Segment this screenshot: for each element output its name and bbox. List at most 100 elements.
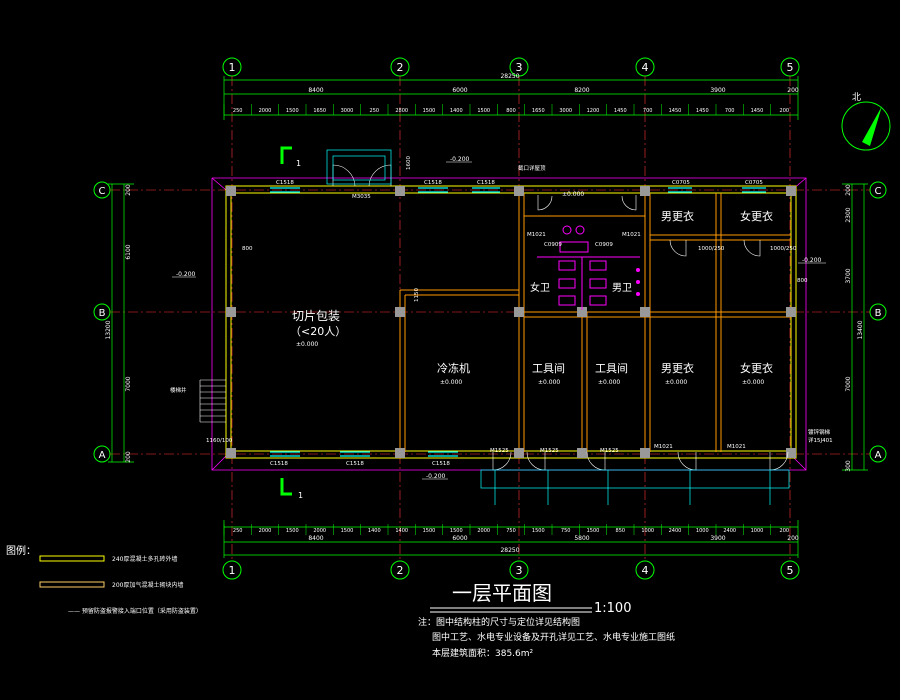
axis-label-5-top: 5	[787, 61, 794, 74]
tag-c0909-b: C0909	[595, 242, 613, 248]
tag-c0705-a: C0705	[672, 180, 690, 186]
room-packing: 切片包装	[292, 309, 340, 323]
legend-item-3: —— 预留防盗报警接入端口位置（采用防盗装置）	[68, 607, 202, 615]
note-2: 图中工艺、水电专业设备及开孔详见工艺、水电专业施工图纸	[432, 631, 675, 643]
dim-top-row2-11: 1650	[532, 108, 545, 114]
dim-right-r1-3: 3700	[845, 268, 852, 283]
room-tool-1: 工具间	[532, 362, 565, 375]
axis-label-4-top: 4	[642, 61, 649, 74]
axis-label-c-left: C	[99, 186, 106, 197]
dim-bot-row2-6: 1400	[395, 528, 408, 534]
axis-bubbles-side	[93, 181, 887, 463]
room-cold: 冷冻机	[437, 361, 470, 375]
dim-right-r1-5: 300	[845, 460, 852, 472]
label-size-a: 1000/250	[698, 246, 725, 252]
dim-top-row2-9: 1500	[477, 108, 490, 114]
dim-top-row2-0: 250	[233, 108, 243, 114]
label-1600: 1600	[406, 156, 412, 170]
axis-bubbles-bottom	[222, 560, 800, 580]
tag-m1021-c: M1021	[654, 444, 673, 450]
dim-top-r1-3: 8200	[574, 87, 589, 94]
axis-label-b-left: B	[99, 308, 106, 319]
legend-item-2: 200厚加气混凝土砌块内墙	[112, 581, 183, 589]
bottom-dimensions	[223, 520, 799, 558]
dim-top-row2-4: 3000	[341, 108, 354, 114]
north-arrow	[841, 101, 891, 151]
dim-left-r1-4: 200	[125, 451, 132, 463]
dim-bot-row2-17: 1000	[696, 528, 709, 534]
dim-left-r1-2: 6100	[125, 244, 132, 259]
dim-top-r1-5: 200	[787, 87, 799, 94]
dim-bot-r1-2: 6000	[452, 535, 467, 542]
tag-c1518-a: C1518	[276, 180, 294, 186]
dim-left-overall: 13200	[105, 320, 112, 339]
dim-bot-row2-15: 1000	[641, 528, 654, 534]
dim-top-row2-17: 1450	[696, 108, 709, 114]
dim-top-row2-6: 2800	[395, 108, 408, 114]
dim-bot-row2-5: 1400	[368, 528, 381, 534]
label-right-note-1: 镀锌钢梯	[808, 428, 831, 436]
room-wc-female: 女卫	[530, 281, 550, 294]
dim-right-r1-2: 2300	[845, 207, 852, 222]
elev-bottom: -0.200	[426, 473, 446, 480]
dim-bot-row2-9: 2000	[477, 528, 490, 534]
axis-label-3-bottom: 3	[516, 564, 523, 577]
elev-top-left: -0.200	[450, 156, 470, 163]
dim-bot-row2-1: 2000	[259, 528, 272, 534]
room-wc-male: 男卫	[612, 282, 632, 294]
dim-top-overall: 28250	[500, 73, 519, 80]
room-female-change: 女更衣	[740, 361, 773, 375]
dim-bot-row2-14: 850	[616, 528, 626, 534]
dim-bot-row2-19: 1000	[751, 528, 764, 534]
dim-top-r1-1: 8400	[308, 87, 323, 94]
axis-label-a-right: A	[875, 450, 882, 461]
note-1: 注：图中结构柱的尺寸与定位详见结构图	[418, 616, 580, 628]
tag-m1021-d: M1021	[727, 444, 746, 450]
label-1150: 1150	[414, 288, 420, 302]
dim-top-row2-15: 700	[643, 108, 653, 114]
drawing-scale: 1:100	[594, 601, 631, 616]
room-female-change-top: 女更衣	[740, 209, 773, 223]
dim-top-row2-12: 3000	[559, 108, 572, 114]
tag-m1021-b: M1021	[622, 232, 641, 238]
room-cold-elev: ±0.000	[440, 379, 462, 386]
tag-m1525-b: M1525	[540, 448, 559, 454]
drawing-title: 一层平面图	[452, 581, 552, 605]
room-female-change-elev: ±0.000	[742, 379, 764, 386]
dim-top-row2-8: 1400	[450, 108, 463, 114]
room-packing-sub: （<20人）	[290, 325, 346, 338]
dim-bot-row2-3: 2000	[313, 528, 326, 534]
dim-top-row2-16: 1450	[669, 108, 682, 114]
room-tool-2-elev: ±0.000	[598, 379, 620, 386]
dim-bot-row2-12: 750	[561, 528, 571, 534]
exterior-walls	[225, 185, 797, 459]
dim-top-row2-20: 200	[780, 108, 790, 114]
dim-top-row2-14: 1450	[614, 108, 627, 114]
dim-top-row2-10: 800	[506, 108, 516, 114]
tag-c0909-a: C0909	[544, 242, 562, 248]
elev-right: -0.200	[802, 257, 822, 264]
legend-swatches	[39, 555, 105, 588]
tag-c1518-bot-c: C1518	[432, 461, 450, 467]
windows	[270, 187, 766, 457]
axis-label-c-right: C	[875, 186, 882, 197]
label-right-note-2: 详15J401	[808, 436, 833, 444]
label-size-c: 1160/100	[206, 438, 233, 444]
dim-right-r1-1: 200	[845, 184, 852, 196]
left-stair	[199, 379, 226, 423]
tag-c0705-b: C0705	[745, 180, 763, 186]
tag-m1525-a: M1525	[490, 448, 509, 454]
dim-bot-r1-5: 200	[787, 535, 799, 542]
restroom-fixtures	[537, 225, 640, 310]
room-male-change: 男更衣	[661, 361, 694, 375]
room-tool-1-elev: ±0.000	[538, 379, 560, 386]
room-male-change-elev: ±0.000	[665, 379, 687, 386]
dim-bot-row2-7: 1500	[423, 528, 436, 534]
axis-label-3-top: 3	[516, 61, 523, 74]
room-packing-elev: ±0.000	[296, 341, 318, 348]
axis-label-4-bottom: 4	[642, 564, 649, 577]
label-800-right: 800	[797, 278, 808, 284]
dim-left-r1-3: 7000	[125, 376, 132, 391]
tag-c1518-bot-b: C1518	[346, 461, 364, 467]
